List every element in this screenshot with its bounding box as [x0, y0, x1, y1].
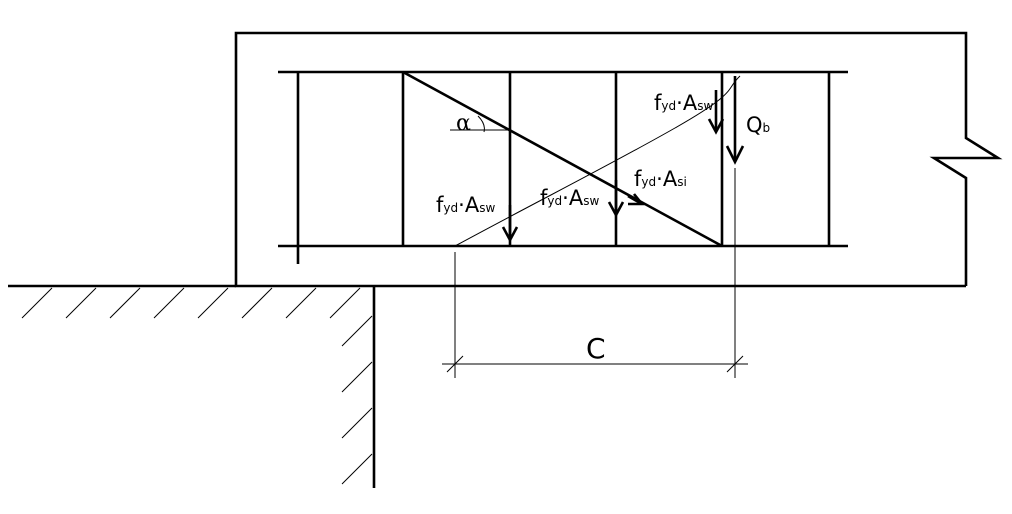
arrow-qb-head: [725, 145, 745, 165]
support: [8, 284, 376, 488]
longitudinal-rebar: [278, 70, 848, 248]
label-q: Q: [746, 113, 763, 137]
angle-alpha: α: [450, 111, 510, 136]
ground-hatching: [21, 287, 361, 319]
label-f: f: [634, 167, 642, 191]
arrow-asi-head: [628, 193, 645, 206]
label-fyd-asw-1: fyd·Asw: [436, 193, 495, 217]
force-arrows: [501, 76, 745, 243]
label-f: f: [436, 193, 444, 217]
label-yd: yd: [443, 201, 458, 215]
label-c: C: [586, 332, 606, 365]
label-sw: sw: [697, 99, 713, 113]
label-f: f: [654, 91, 662, 115]
label-qb: Qb: [746, 113, 770, 137]
label-yd: yd: [641, 175, 656, 189]
stirrups: [296, 72, 831, 264]
label-fyd-asw-3: fyd·Asw: [654, 91, 713, 115]
arrow-asw-3-head: [707, 118, 725, 135]
wall-hatching: [341, 315, 373, 485]
label-alpha: α: [456, 111, 471, 136]
label-b: b: [763, 121, 771, 135]
label-sw: sw: [479, 201, 495, 215]
label-a: A: [663, 167, 678, 191]
angle-arc: [477, 115, 485, 133]
label-a: A: [683, 91, 698, 115]
inclined-bar: [402, 70, 723, 248]
dim-tick-left: [446, 355, 464, 373]
label-a: A: [465, 193, 480, 217]
inclined-crack: [454, 75, 741, 247]
label-f: f: [540, 186, 548, 210]
label-si: si: [677, 175, 687, 189]
beam-outline: [234, 31, 1003, 288]
label-dot: ·: [676, 91, 683, 115]
dim-tick-right: [726, 355, 744, 373]
label-fyd-asw-2: fyd·Asw: [540, 186, 599, 210]
beam: [234, 31, 1003, 288]
label-dot: ·: [656, 167, 663, 191]
label-fyd-asi: fyd·Asi: [634, 167, 687, 191]
label-dot: ·: [562, 186, 569, 210]
arrow-asw-1-head: [501, 226, 519, 243]
label-dot: ·: [458, 193, 465, 217]
label-yd: yd: [661, 99, 676, 113]
force-labels: fyd·Asw fyd·Asw fyd·Asi fyd·Asw Qb: [436, 91, 770, 217]
arrow-asw-2-head: [607, 201, 625, 218]
dimension-c: C: [442, 168, 748, 378]
label-a: A: [569, 186, 584, 210]
label-sw: sw: [583, 194, 599, 208]
label-yd: yd: [547, 194, 562, 208]
